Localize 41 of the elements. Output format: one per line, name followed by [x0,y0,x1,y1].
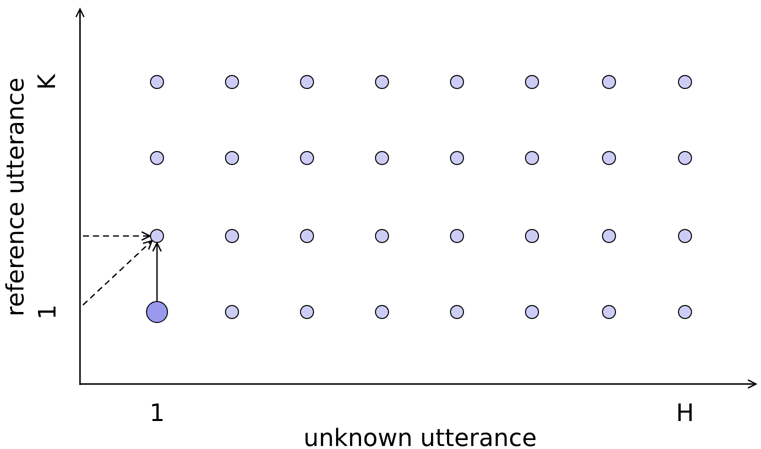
grid-point [678,151,692,165]
grid-point [678,229,692,243]
grid-point [225,75,239,89]
tick-label: H [676,400,694,426]
grid-point [150,75,164,89]
grid-point [602,305,616,319]
axis-title: reference utterance [2,78,28,316]
tick-label: K [34,74,60,90]
grid-point [525,305,539,319]
grid-point [225,229,239,243]
grid-point [602,75,616,89]
grid-point [678,75,692,89]
grid-point [375,151,389,165]
tick-label: 1 [150,400,165,426]
grid-point [450,229,464,243]
grid-point [225,151,239,165]
grid-point [602,229,616,243]
grid-point [450,305,464,319]
grid-point [300,229,314,243]
grid-point [150,151,164,165]
arrow [152,242,162,301]
grid-point [450,75,464,89]
arrow [82,240,153,306]
axis-title: unknown utterance [304,425,537,449]
grid-point [602,151,616,165]
grid-point [150,229,164,243]
grid-point [300,305,314,319]
highlighted-grid-point [146,301,168,323]
tick-label: 1 [34,304,60,320]
grid-point [300,75,314,89]
grid-point [375,75,389,89]
grid-point [525,229,539,243]
grid-point [450,151,464,165]
grid-point [525,75,539,89]
grid-point [525,151,539,165]
grid-point [225,305,239,319]
grid-point [375,305,389,319]
grid-point [375,229,389,243]
grid-point [678,305,692,319]
arrow [83,231,151,241]
grid-point [300,151,314,165]
